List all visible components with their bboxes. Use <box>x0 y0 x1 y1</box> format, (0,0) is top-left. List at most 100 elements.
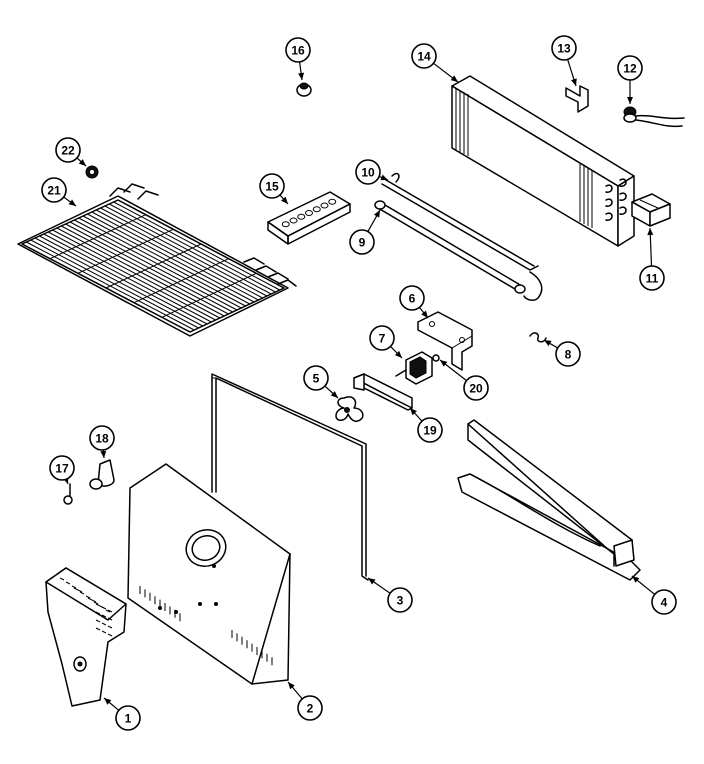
leader-arrowhead <box>394 350 402 358</box>
callout-circle <box>349 229 375 255</box>
callout-circle <box>355 159 381 185</box>
callout-label: 21 <box>47 184 61 198</box>
cap-drawing <box>296 82 312 97</box>
callout-part-17: 17 <box>49 455 75 485</box>
callout-circle <box>399 285 425 311</box>
leader-arrowhead <box>627 97 633 104</box>
ice-tray-drawing <box>267 191 351 245</box>
leader-arrowhead <box>281 196 288 204</box>
terminal-block-drawing <box>631 193 671 227</box>
callout-label: 10 <box>361 166 375 180</box>
callout-part-3: 3 <box>367 577 413 613</box>
defrost-heater-drawing <box>374 172 543 301</box>
leader-arrowhead <box>330 391 338 398</box>
callout-label: 6 <box>409 292 416 306</box>
callout-label: 5 <box>313 372 320 386</box>
rear-panel-drawing <box>127 463 291 685</box>
callout-circle <box>617 55 643 81</box>
bracket-13-drawing <box>565 85 589 113</box>
callout-circle <box>551 35 577 61</box>
motor-mount-drawing <box>353 373 413 411</box>
callout-part-8: 8 <box>543 339 581 367</box>
callout-circle <box>115 705 141 731</box>
fan-bracket-drawing <box>417 311 473 371</box>
callout-label: 14 <box>417 50 431 64</box>
callout-label: 15 <box>265 180 279 194</box>
callout-label: 9 <box>359 236 366 250</box>
callout-part-2: 2 <box>287 681 323 721</box>
wire-shelf-drawing <box>17 183 297 337</box>
callout-label: 16 <box>291 44 305 58</box>
callout-circle <box>387 587 413 613</box>
leader-arrowhead <box>440 360 448 367</box>
callout-label: 1 <box>125 712 132 726</box>
callout-part-11: 11 <box>639 227 665 291</box>
callout-part-19: 19 <box>409 407 443 443</box>
leader-arrowhead <box>571 78 577 86</box>
leader-arrowhead <box>368 578 376 585</box>
callout-circle <box>297 695 323 721</box>
callout-label: 2 <box>307 702 314 716</box>
callout-label: 18 <box>95 432 109 446</box>
callout-part-22: 22 <box>55 137 87 167</box>
callout-circle <box>89 425 115 451</box>
callout-circle <box>49 455 75 481</box>
fan-blade-drawing <box>335 396 364 423</box>
callout-circle <box>55 137 81 163</box>
drip-trough-drawing <box>457 419 641 581</box>
leader-arrowhead <box>380 174 388 181</box>
callout-part-15: 15 <box>259 173 289 205</box>
screw-17-drawing <box>63 483 73 505</box>
callout-circle <box>555 341 581 367</box>
grille-drawing <box>45 567 127 707</box>
fan-motor-drawing <box>395 351 433 385</box>
callout-label: 3 <box>397 594 404 608</box>
callout-part-13: 13 <box>551 35 577 87</box>
leader-arrowhead <box>104 698 112 705</box>
evaporator-drawing <box>451 75 635 247</box>
callout-label: 22 <box>61 144 75 158</box>
callout-label: 7 <box>379 332 386 346</box>
callout-label: 8 <box>565 348 572 362</box>
leader-arrowhead <box>298 72 305 80</box>
callout-circle <box>369 325 395 351</box>
callout-circle <box>303 365 329 391</box>
callout-part-16: 16 <box>285 37 311 81</box>
nut-drawing <box>85 165 99 179</box>
callout-part-9: 9 <box>349 209 381 255</box>
leader-arrowhead <box>288 682 295 690</box>
callout-circle <box>41 177 67 203</box>
callout-part-10: 10 <box>355 159 389 185</box>
callout-label: 12 <box>623 62 637 76</box>
knob-drawing <box>89 459 115 490</box>
callout-part-6: 6 <box>399 285 429 319</box>
callout-label: 17 <box>55 462 69 476</box>
callout-label: 13 <box>557 42 571 56</box>
callout-circle <box>259 173 285 199</box>
leader-arrowhead <box>410 408 417 416</box>
thermostat-drawing <box>623 106 685 128</box>
callout-label: 20 <box>469 382 483 396</box>
callout-part-1: 1 <box>103 697 141 731</box>
clip-drawing <box>529 332 547 343</box>
callout-label: 4 <box>661 596 668 610</box>
callout-circle <box>463 375 489 401</box>
leader-arrowhead <box>68 199 76 206</box>
leader-arrowhead <box>450 75 458 82</box>
leader-arrowhead <box>647 228 654 236</box>
leader-arrowhead <box>78 159 86 166</box>
callout-circle <box>417 417 443 443</box>
screw-20-drawing <box>432 354 440 362</box>
callout-label: 19 <box>423 424 437 438</box>
callout-label: 11 <box>646 272 659 286</box>
callout-circle <box>651 589 677 615</box>
leader-arrowhead <box>421 310 428 318</box>
callout-circle <box>411 43 437 69</box>
callout-part-18: 18 <box>89 425 115 459</box>
leader-arrowhead <box>100 450 107 458</box>
callout-part-5: 5 <box>303 365 339 399</box>
callout-part-12: 12 <box>617 55 643 104</box>
callout-part-21: 21 <box>41 177 77 207</box>
